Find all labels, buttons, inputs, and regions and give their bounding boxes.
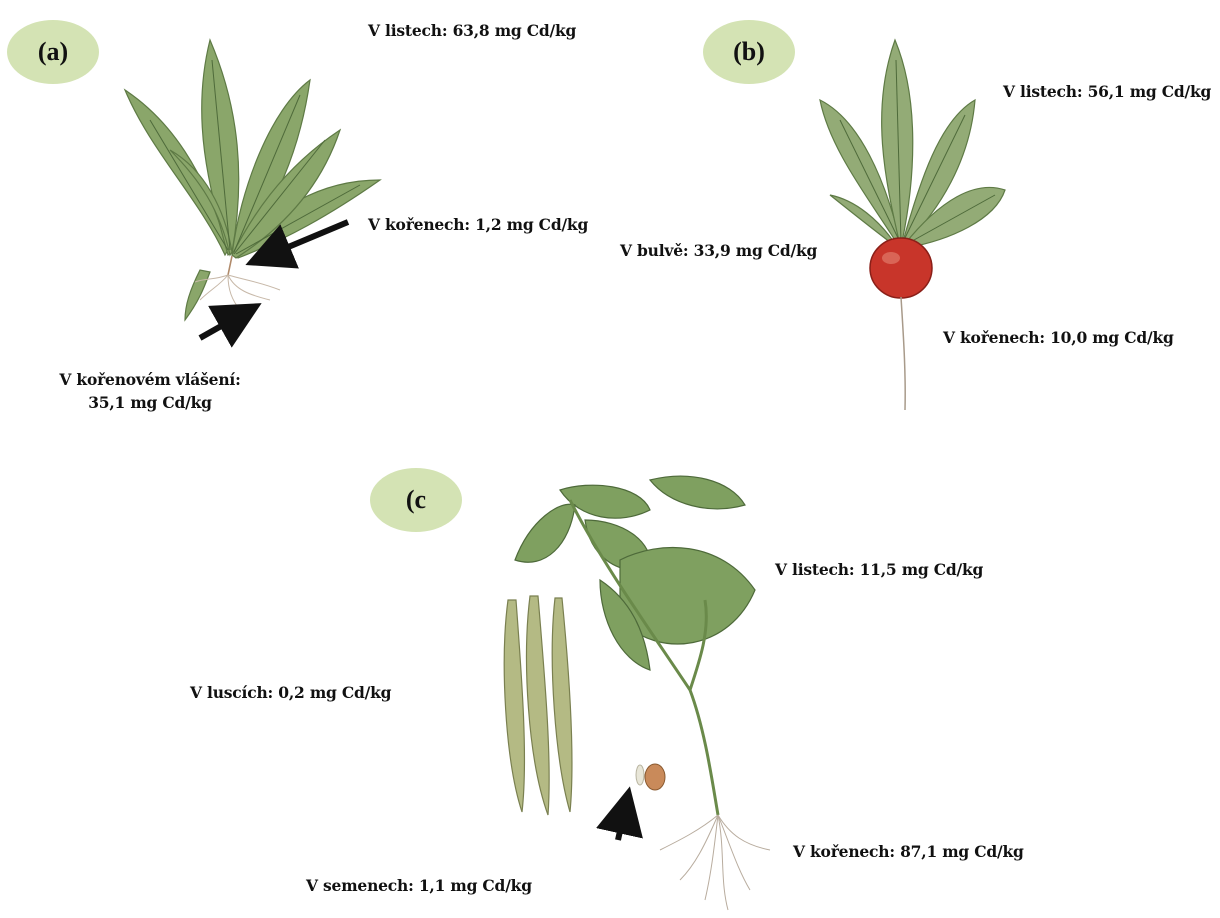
- plant-b-illustration: [820, 40, 1005, 410]
- label-a-root-hair-line2: 35,1 mg Cd/kg: [30, 393, 270, 412]
- label-b-bulb: V bulvě: 33,9 mg Cd/kg: [620, 241, 817, 260]
- panel-b-badge: (b): [703, 20, 795, 84]
- label-a-leaves: V listech: 63,8 mg Cd/kg: [368, 21, 576, 40]
- plant-a-illustration: [125, 40, 380, 320]
- label-a-root-hair-line1: V kořenovém vlášení:: [30, 370, 270, 389]
- panel-a-badge: (a): [7, 20, 99, 84]
- panel-c-badge: (c: [370, 468, 462, 532]
- label-c-seeds: V semenech: 1,1 mg Cd/kg: [306, 876, 532, 895]
- arrow-c-seeds: [618, 804, 626, 840]
- panel-b-badge-text: (b): [733, 37, 765, 67]
- panel-c-badge-text: (c: [406, 485, 426, 515]
- label-a-roots: V kořenech: 1,2 mg Cd/kg: [368, 215, 588, 234]
- arrow-a-root-hair: [200, 312, 246, 338]
- panel-a-badge-text: (a): [38, 37, 68, 67]
- label-c-leaves: V listech: 11,5 mg Cd/kg: [775, 560, 983, 579]
- label-c-pods: V luscích: 0,2 mg Cd/kg: [190, 683, 391, 702]
- label-b-leaves: V listech: 56,1 mg Cd/kg: [1003, 82, 1211, 101]
- label-b-roots: V kořenech: 10,0 mg Cd/kg: [943, 328, 1174, 347]
- label-c-roots: V kořenech: 87,1 mg Cd/kg: [793, 842, 1024, 861]
- label-a-root-hair: V kořenovém vlášení: 35,1 mg Cd/kg: [30, 370, 270, 412]
- plant-c-illustration: [504, 476, 770, 910]
